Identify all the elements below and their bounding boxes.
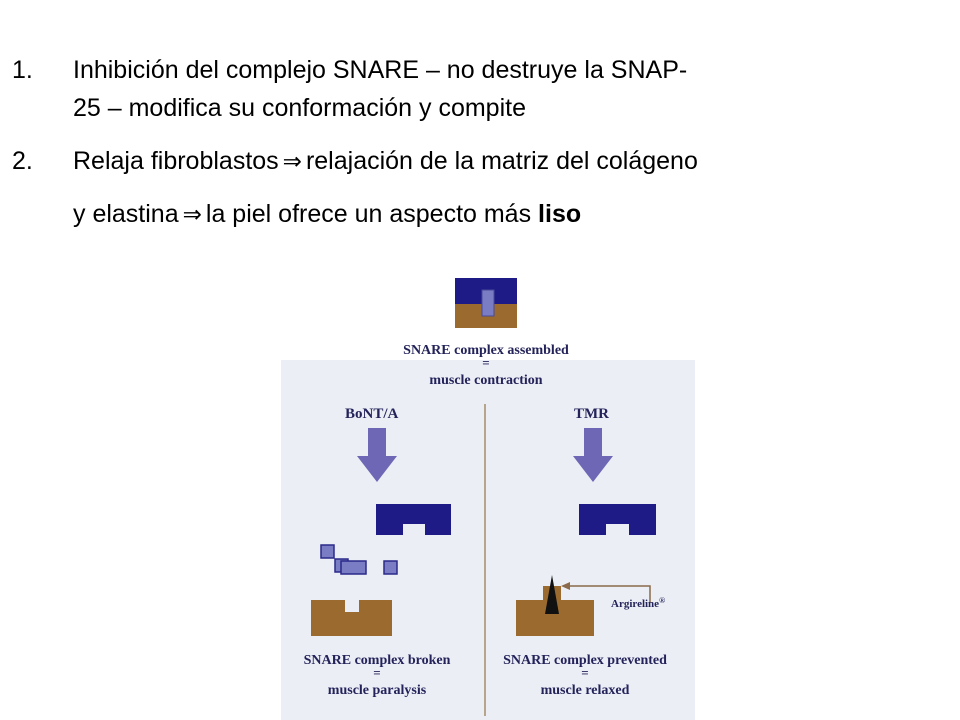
- right-branch-label: TMR: [574, 406, 609, 422]
- top-result: muscle contraction: [429, 373, 542, 388]
- diagram-background: [281, 360, 695, 720]
- argireline-label: Argireline®: [611, 596, 665, 610]
- implies-arrow-icon: ⇒: [182, 202, 202, 228]
- assembled-complex-icon: [455, 278, 517, 328]
- bullet-text-line: 25 – modifica su conformación y compite: [73, 94, 526, 122]
- left-branch-label: BoNT/A: [345, 406, 399, 422]
- left-broken-navy-block-icon: [376, 504, 451, 535]
- right-down-arrow-icon: [573, 428, 613, 482]
- bullet-text-line: Relaja fibroblastos⇒relajación de la mat…: [73, 147, 698, 176]
- left-caption: SNARE complex broken: [304, 653, 451, 668]
- left-broken-brown-block-icon: [311, 600, 392, 636]
- bullet-text: la piel ofrece un aspecto más: [205, 200, 532, 228]
- snare-diagram-svg: SNARE complex assembled = muscle contrac…: [281, 254, 695, 720]
- registered-mark: ®: [659, 596, 665, 605]
- snap25-fragments-icon: [320, 544, 398, 575]
- top-caption: SNARE complex assembled: [403, 343, 569, 358]
- bullet-bold-word: liso: [538, 200, 582, 228]
- bullet-text: y elastina: [73, 200, 179, 228]
- right-navy-block-icon: [579, 504, 656, 535]
- right-result: muscle relaxed: [541, 683, 630, 698]
- implies-arrow-icon: ⇒: [282, 149, 302, 175]
- bullet-number: 2.: [12, 147, 33, 175]
- left-down-arrow-icon: [357, 428, 397, 482]
- argireline-peptide-icon: [545, 575, 559, 614]
- bullet-text: Relaja fibroblastos: [73, 147, 279, 175]
- top-equals: =: [482, 355, 489, 370]
- right-equals: =: [581, 665, 588, 680]
- bullet-number: 1.: [12, 56, 33, 84]
- bullet-text-line: y elastina⇒la piel ofrece un aspecto más…: [73, 200, 581, 229]
- bullet-text: relajación de la matriz del colágeno: [305, 147, 698, 175]
- bullet-text-line: Inhibición del complejo SNARE – no destr…: [73, 56, 688, 84]
- right-caption: SNARE complex prevented: [503, 653, 667, 668]
- argireline-name: Argireline: [611, 598, 659, 610]
- snare-diagram: SNARE complex assembled = muscle contrac…: [281, 254, 695, 720]
- left-equals: =: [373, 665, 380, 680]
- left-result: muscle paralysis: [328, 683, 427, 698]
- argireline-pointer-arrow-icon: [561, 582, 651, 603]
